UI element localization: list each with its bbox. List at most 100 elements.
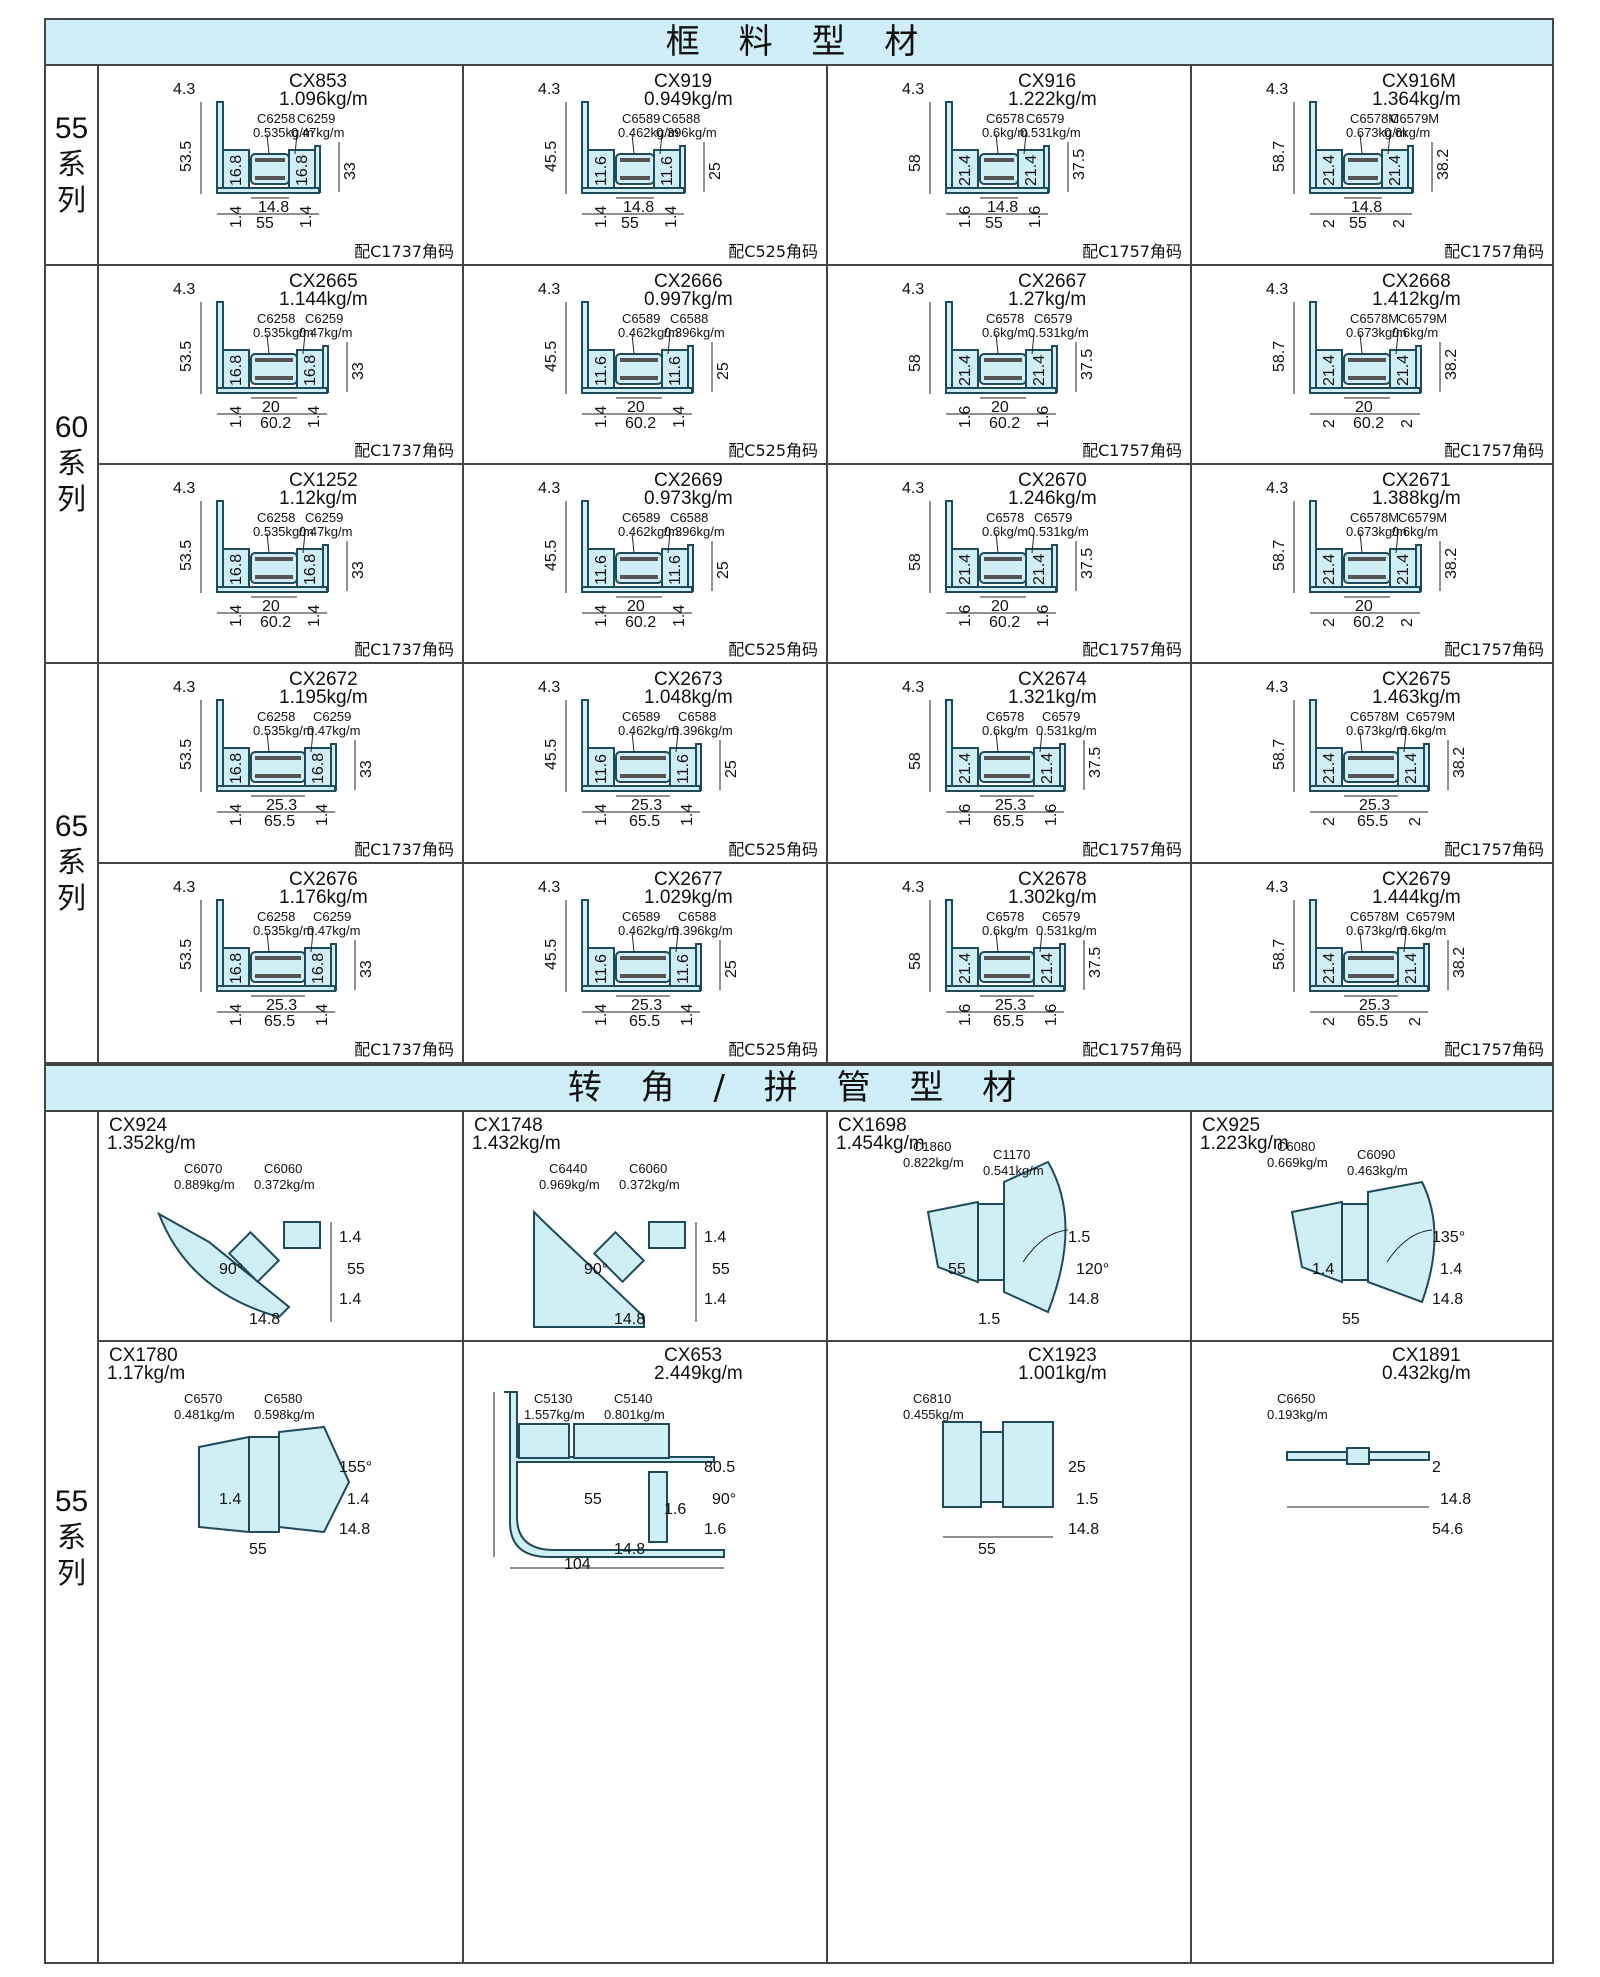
profile-section-drawing bbox=[200, 699, 356, 813]
series-char: 列 bbox=[56, 1556, 86, 1590]
strip-a-weight: 0.535kg/m bbox=[253, 125, 314, 140]
dim-wall-right: 21.4 bbox=[1023, 154, 1040, 186]
dim-thickness-left: 1.6 bbox=[957, 1003, 974, 1026]
dim-height: 53.5 bbox=[178, 938, 195, 970]
corner-connector-note: 配C1757角码 bbox=[1082, 1040, 1182, 1059]
dim-side: 37.5 bbox=[1079, 348, 1096, 380]
dim-inner: 14.8 bbox=[1351, 199, 1383, 216]
corner-section-title: 转 角 / 拼 管 型 材 bbox=[46, 1064, 1552, 1112]
strip-b-code: C6588 bbox=[670, 311, 709, 326]
dim-thickness-right: 1.4 bbox=[663, 205, 680, 228]
strip-b-code: C6588 bbox=[670, 510, 709, 525]
profile-section-drawing bbox=[942, 1421, 1054, 1538]
dim-side: 25 bbox=[715, 362, 732, 380]
dim-inner: 14.8 bbox=[623, 199, 655, 216]
dimension-label: 55 bbox=[347, 1261, 365, 1278]
dimension-label: 1.4 bbox=[347, 1491, 370, 1508]
dim-thickness-right: 1.4 bbox=[671, 405, 688, 428]
dim-thickness-right: 2 bbox=[1399, 618, 1416, 627]
profile-weight: 1.364kg/m bbox=[1372, 89, 1461, 110]
profile-weight: 1.302kg/m bbox=[1008, 887, 1097, 908]
dim-wall-left: 11.6 bbox=[593, 156, 610, 186]
strip-b-weight: 0.47kg/m bbox=[299, 524, 353, 539]
dim-width: 60.2 bbox=[625, 415, 657, 432]
strip-a-code: C6578 bbox=[986, 510, 1025, 525]
dim-wall-left: 21.4 bbox=[957, 952, 974, 984]
dim-inner: 25.3 bbox=[266, 997, 298, 1014]
profile-weight: 1.454kg/m bbox=[836, 1133, 925, 1154]
profile-section-drawing bbox=[200, 301, 348, 415]
corner-connector-note: 配C1757角码 bbox=[1444, 1040, 1544, 1059]
dim-height: 45.5 bbox=[543, 938, 560, 970]
dim-thickness-left: 1.4 bbox=[593, 1003, 610, 1026]
dim-inner: 20 bbox=[991, 399, 1009, 416]
profile-section-drawing bbox=[565, 699, 721, 813]
profile-section-drawing bbox=[926, 1160, 1069, 1314]
dim-top: 4.3 bbox=[1266, 480, 1289, 497]
dimension-label: 155° bbox=[339, 1459, 373, 1476]
dim-wall-right: 11.6 bbox=[675, 954, 692, 984]
series-number: 60 bbox=[54, 411, 89, 444]
dim-height: 45.5 bbox=[543, 140, 560, 172]
dim-height: 45.5 bbox=[543, 340, 560, 372]
corner-connector-note: 配C1737角码 bbox=[354, 640, 454, 659]
part-code: C6810 bbox=[913, 1391, 952, 1406]
dim-top: 4.3 bbox=[538, 81, 561, 98]
dim-wall-left: 21.4 bbox=[1321, 354, 1338, 386]
profile-code: CX2676 bbox=[289, 869, 358, 890]
dim-top: 4.3 bbox=[173, 879, 196, 896]
dim-top: 4.3 bbox=[173, 81, 196, 98]
dim-height: 58.7 bbox=[1271, 539, 1288, 571]
series-60-label: 60 系 列 bbox=[46, 266, 99, 664]
strip-a-weight: 0.673kg/m bbox=[1346, 125, 1407, 140]
series-char: 列 bbox=[56, 482, 86, 516]
dim-wall-left: 21.4 bbox=[957, 752, 974, 784]
profile-section-drawing bbox=[1293, 500, 1441, 614]
corner-connector-note: 配C525角码 bbox=[728, 242, 818, 261]
dim-thickness-left: 1.6 bbox=[957, 205, 974, 228]
profile-weight: 1.27kg/m bbox=[1008, 289, 1087, 310]
strip-a-code: C6258 bbox=[257, 909, 296, 924]
profile-code: CX1748 bbox=[474, 1115, 543, 1136]
dim-wall-right: 21.4 bbox=[1403, 752, 1420, 784]
dimension-label: 120° bbox=[1076, 1261, 1110, 1278]
frame-section-title: 框 料 型 材 bbox=[46, 20, 1552, 66]
dim-inner: 20 bbox=[991, 598, 1009, 615]
profile-section-drawing bbox=[200, 101, 340, 215]
dim-thickness-right: 2 bbox=[1399, 419, 1416, 428]
profile-code: CX2678 bbox=[1018, 869, 1087, 890]
part-code: C6090 bbox=[1357, 1147, 1396, 1162]
dim-height: 58 bbox=[907, 553, 924, 571]
strip-a-weight: 0.462kg/m bbox=[618, 325, 679, 340]
strip-a-weight: 0.6kg/m bbox=[982, 723, 1029, 738]
dimension-label: 55 bbox=[584, 1491, 602, 1508]
